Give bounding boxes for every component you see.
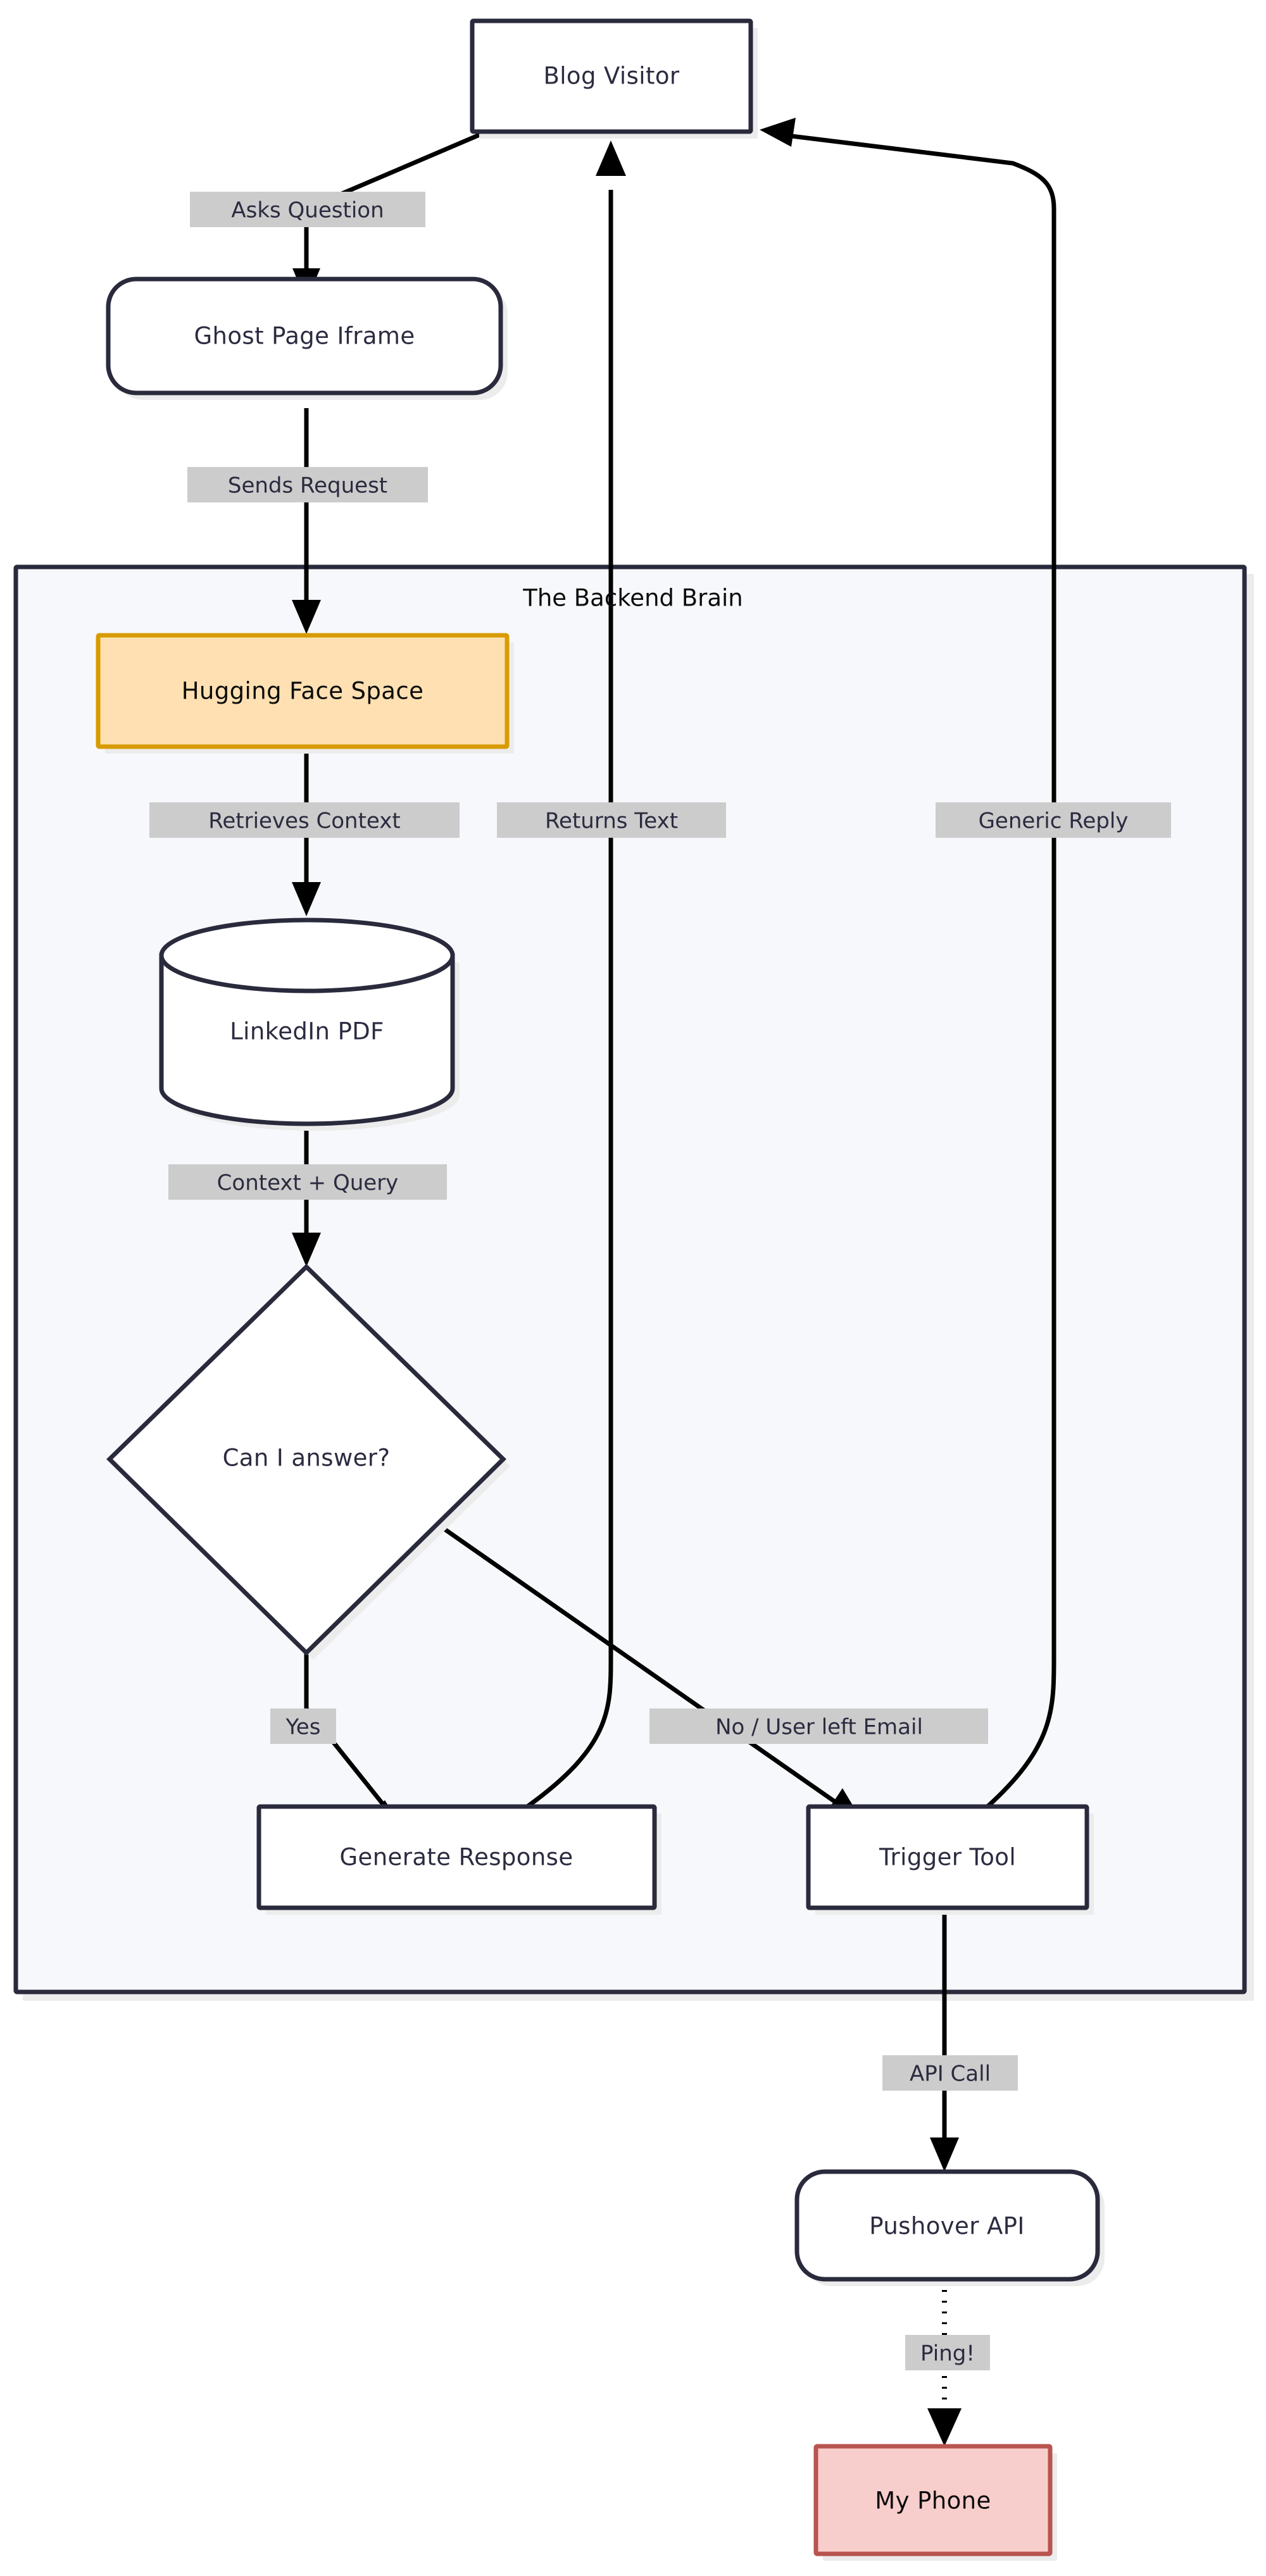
edge-label-yes-text: Yes <box>285 1715 321 1740</box>
edge-label-returns-text-text: Returns Text <box>545 809 678 834</box>
edge-iframe-to-hfspace <box>292 408 321 634</box>
edge-label-yes: Yes <box>270 1708 336 1744</box>
node-my-phone-label: My Phone <box>875 2487 991 2515</box>
edge-pushover-to-phone <box>927 2279 962 2446</box>
edge-label-no-user-left-email: No / User left Email <box>649 1708 988 1744</box>
edge-label-ping: Ping! <box>905 2335 990 2370</box>
edge-label-api-call-text: API Call <box>910 2062 991 2087</box>
edge-label-generic-reply: Generic Reply <box>936 802 1171 838</box>
node-can-i-answer-label: Can I answer? <box>223 1445 391 1472</box>
edge-label-sends-request-text: Sends Request <box>228 473 387 499</box>
node-my-phone[interactable]: My Phone <box>813 2444 1057 2561</box>
node-ghost-page-iframe-label: Ghost Page Iframe <box>194 323 415 350</box>
edge-label-asks-question-text: Asks Question <box>231 198 384 223</box>
node-generate-response[interactable]: Generate Response <box>256 1804 661 1915</box>
edge-label-retrieves-context-text: Retrieves Context <box>208 809 400 834</box>
node-ghost-page-iframe[interactable]: Ghost Page Iframe <box>106 277 508 400</box>
edge-label-ping-text: Ping! <box>920 2341 975 2367</box>
node-can-i-answer-decision[interactable]: Can I answer? <box>106 1264 510 1660</box>
edge-trigger-to-visitor <box>760 118 1056 1808</box>
node-trigger-tool-label: Trigger Tool <box>879 1844 1016 1871</box>
node-hugging-face-space-label: Hugging Face Space <box>182 678 424 705</box>
node-linkedin-pdf-label: LinkedIn PDF <box>230 1018 384 1045</box>
node-linkedin-pdf[interactable]: LinkedIn PDF <box>159 918 460 1131</box>
node-blog-visitor-label: Blog Visitor <box>543 63 679 90</box>
edge-label-asks-question: Asks Question <box>190 192 425 227</box>
edge-label-sends-request: Sends Request <box>187 467 428 502</box>
edge-trigger-to-pushover <box>930 1914 959 2172</box>
edge-label-api-call: API Call <box>882 2055 1018 2091</box>
subgraph-title: The Backend Brain <box>522 585 743 612</box>
edge-label-returns-text: Returns Text <box>497 802 726 838</box>
edge-label-no-user-left-email-text: No / User left Email <box>715 1715 923 1740</box>
node-generate-response-label: Generate Response <box>339 1844 573 1871</box>
node-trigger-tool[interactable]: Trigger Tool <box>806 1804 1094 1915</box>
subgraph-backend-brain <box>13 564 1254 2001</box>
edge-label-retrieves-context: Retrieves Context <box>149 802 460 838</box>
node-blog-visitor[interactable]: Blog Visitor <box>470 18 758 139</box>
edge-label-context-query-text: Context + Query <box>217 1171 399 1196</box>
node-hugging-face-space[interactable]: Hugging Face Space <box>96 633 514 754</box>
node-pushover-api[interactable]: Pushover API <box>794 2169 1105 2286</box>
edge-label-generic-reply-text: Generic Reply <box>979 809 1129 834</box>
edge-label-context-query: Context + Query <box>168 1164 447 1200</box>
node-pushover-api-label: Pushover API <box>869 2213 1024 2240</box>
edge-generate-to-visitor <box>525 140 626 1808</box>
